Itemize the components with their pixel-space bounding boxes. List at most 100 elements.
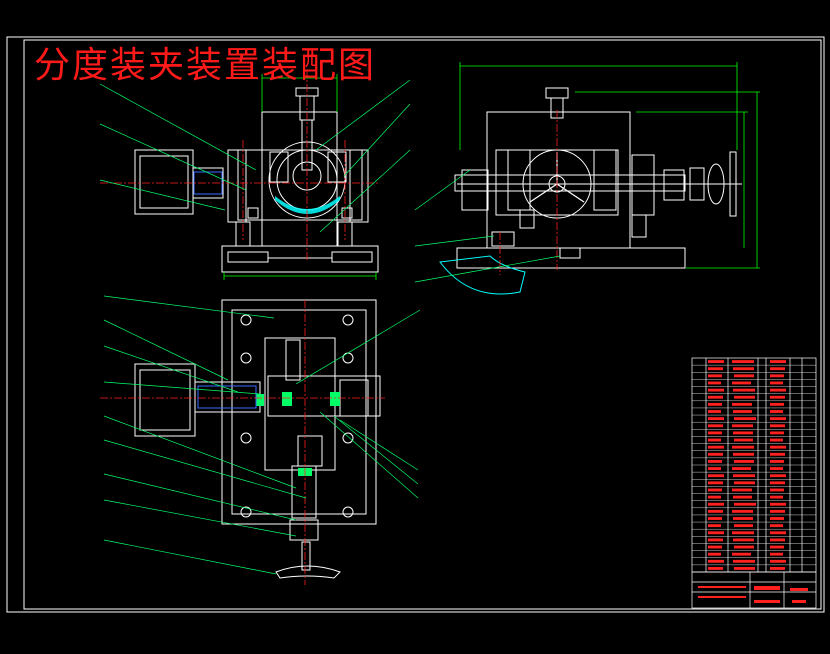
- parts-list-cell-mark: [770, 481, 785, 485]
- parts-list-cell-mark: [708, 367, 723, 371]
- parts-list-cell-mark: [732, 381, 751, 385]
- parts-list-cell-mark: [734, 502, 756, 506]
- front-view-section-fill: [275, 196, 340, 214]
- front-view-centerlines: [100, 70, 380, 260]
- parts-list-cell-mark: [708, 495, 721, 499]
- parts-list-cell-mark: [708, 524, 721, 528]
- leader-lines: [99, 79, 561, 575]
- parts-list-cell-mark: [708, 445, 724, 449]
- parts-list-cell-mark: [770, 424, 785, 428]
- parts-list-cell-mark: [708, 538, 723, 542]
- title-block-text: [698, 586, 808, 603]
- parts-list-cell-mark: [708, 424, 723, 428]
- parts-list-cell-mark: [733, 495, 752, 499]
- parts-list-cell-mark: [733, 388, 755, 392]
- parts-list-cell-mark: [708, 431, 722, 435]
- parts-list-cell-mark: [770, 524, 783, 528]
- parts-list-cell-mark: [708, 438, 721, 442]
- parts-list-cell-mark: [708, 488, 722, 492]
- parts-list-cell-mark: [708, 531, 724, 535]
- parts-list-cell-mark: [708, 517, 722, 520]
- parts-list-cell-mark: [734, 460, 754, 463]
- parts-list-cell-mark: [770, 388, 786, 392]
- parts-list-cell-mark: [708, 374, 722, 378]
- parts-list-cell-mark: [708, 460, 722, 463]
- parts-list-cell-mark: [733, 538, 754, 542]
- parts-list-cell-mark: [708, 360, 724, 363]
- plan-view-centerlines: [100, 300, 385, 585]
- parts-list-cell-mark: [770, 545, 784, 549]
- parts-list-cell-mark: [708, 474, 724, 478]
- parts-list-cell-mark: [732, 424, 753, 428]
- parts-list-cell-mark: [708, 467, 721, 470]
- parts-list-cell-mark: [733, 367, 754, 371]
- parts-list-cell-mark: [732, 445, 754, 449]
- parts-list-cell-mark: [708, 417, 724, 421]
- parts-list-cell-mark: [770, 445, 786, 449]
- parts-list-cell-mark: [770, 502, 786, 506]
- parts-list-cell-mark: [770, 474, 786, 478]
- parts-list-cell-mark: [734, 374, 754, 378]
- parts-list-cell-mark: [770, 460, 784, 463]
- front-view: [134, 87, 379, 273]
- parts-list-cell-mark: [708, 509, 723, 513]
- parts-list-cell-mark: [770, 410, 783, 413]
- parts-list-cell-mark: [770, 431, 784, 435]
- parts-list-cell-mark: [770, 559, 786, 563]
- parts-list-cell-mark: [734, 417, 756, 421]
- parts-list-cell-mark: [770, 538, 785, 542]
- parts-list-cell-mark: [708, 452, 723, 456]
- parts-list-cell-mark: [732, 531, 754, 535]
- parts-list-cell-mark: [770, 531, 786, 535]
- parts-list-cell-mark: [708, 545, 722, 549]
- parts-list-cell-mark: [770, 517, 784, 520]
- parts-list-cell-mark: [770, 438, 783, 442]
- parts-list-cell-mark: [770, 495, 783, 499]
- parts-list-cell-mark: [733, 559, 755, 563]
- parts-list-cell-mark: [770, 381, 783, 385]
- parts-list-cell-mark: [708, 552, 721, 556]
- parts-list-cell-mark: [708, 410, 721, 413]
- parts-list-cell-mark: [732, 509, 753, 513]
- side-view-centerlines: [499, 110, 558, 275]
- parts-list-cell-mark: [708, 402, 722, 406]
- parts-list-cell-mark: [770, 509, 785, 513]
- parts-list-cell-mark: [708, 567, 723, 570]
- side-view-section-outline: [439, 255, 526, 295]
- parts-list-cell-mark: [733, 474, 755, 478]
- parts-list-cell-mark: [770, 488, 784, 492]
- parts-list-cell-mark: [708, 381, 721, 385]
- side-view: [454, 87, 742, 269]
- parts-list-cell-mark: [732, 488, 752, 492]
- parts-list-cell-mark: [770, 395, 785, 399]
- parts-list-cell-mark: [732, 552, 751, 556]
- parts-list-cell-mark: [734, 567, 755, 570]
- parts-list-cell-mark: [734, 545, 754, 549]
- parts-list-cell-mark: [708, 559, 724, 563]
- parts-list-cell-mark: [770, 367, 785, 371]
- parts-list-cell-mark: [734, 481, 755, 485]
- drawing-border: [6, 36, 825, 613]
- parts-list-cell-mark: [770, 552, 783, 556]
- parts-list-cell-mark: [708, 502, 724, 506]
- drawing-title: 分度装夹装置装配图: [34, 45, 377, 86]
- side-view-dimensions: [459, 62, 760, 269]
- parts-list-cell-mark: [732, 402, 752, 406]
- title-block: [691, 571, 817, 609]
- plan-view-fills: [197, 385, 340, 476]
- plan-view-bolts: [240, 314, 354, 518]
- parts-list-cell-mark: [770, 417, 786, 421]
- parts-list-cell-mark: [733, 452, 754, 456]
- parts-list-cell-mark: [770, 374, 784, 378]
- parts-list-entries: [708, 360, 786, 570]
- parts-list-cell-mark: [770, 360, 786, 363]
- parts-list-cell-mark: [770, 402, 784, 406]
- parts-list-cell-mark: [770, 467, 783, 470]
- parts-list-cell-mark: [734, 524, 753, 528]
- parts-list-cell-mark: [708, 395, 723, 399]
- parts-list-rows: [692, 364, 816, 566]
- parts-list-cell-mark: [708, 481, 723, 485]
- parts-list-cell-mark: [733, 517, 753, 520]
- parts-list-cell-mark: [734, 395, 755, 399]
